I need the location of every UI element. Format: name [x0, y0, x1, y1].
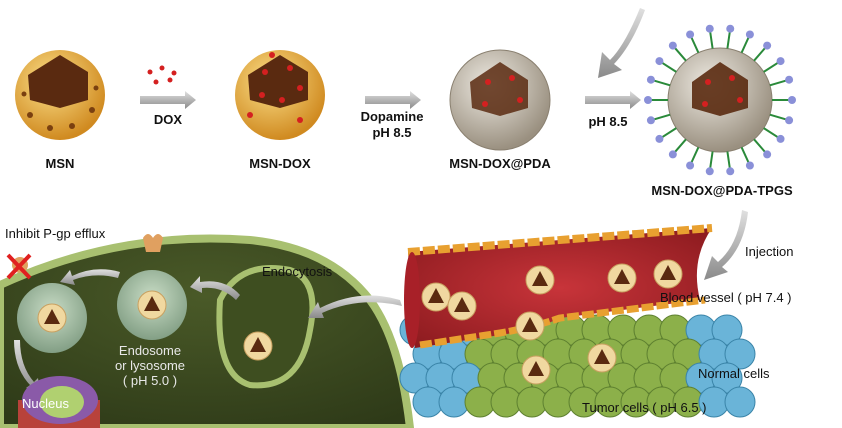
tpgs-head	[668, 41, 677, 50]
dox-molecules	[147, 65, 177, 85]
tpgs-head	[686, 30, 695, 39]
tpgs-head	[644, 96, 652, 104]
tpgs-head	[745, 161, 754, 170]
normal-cell	[711, 314, 743, 346]
tpgs-head	[668, 150, 677, 159]
arrow-icon	[365, 91, 421, 109]
tpgs-ph-label: pH 8.5	[588, 114, 627, 129]
curved-arrow-icon	[308, 295, 402, 318]
inhibit-pgp-label: Inhibit P-gp efflux	[5, 226, 106, 241]
arrow-icon	[140, 91, 196, 109]
arrow-icon	[585, 91, 641, 109]
cell	[0, 234, 415, 428]
endosome	[17, 283, 87, 353]
endosome-label-3: ( pH 5.0 )	[123, 373, 177, 388]
endocytosis-vesicle	[243, 331, 273, 361]
nucleus	[18, 376, 100, 428]
blocked-pump-x-icon	[6, 253, 32, 280]
tpgs-head	[785, 116, 794, 125]
tpgs-head	[646, 75, 655, 84]
dopamine-ph-label: pH 8.5	[372, 125, 411, 140]
tpgs-head	[705, 167, 714, 176]
curved-arrow-icon	[190, 276, 240, 300]
normal-cell	[724, 386, 756, 418]
msn-dox-pda-tpgs-label: MSN-DOX@PDA-TPGS	[651, 183, 793, 198]
tpgs-head	[763, 41, 772, 50]
msn-dox-label: MSN-DOX	[249, 156, 311, 171]
tpgs-head	[776, 134, 785, 143]
tpgs-head	[776, 57, 785, 66]
tpgs-head	[763, 150, 772, 159]
endocytosis-label: Endocytosis	[262, 264, 333, 279]
tpgs-head	[655, 134, 664, 143]
normal-cell	[724, 338, 756, 370]
endosome-label-2: or lysosome	[115, 358, 185, 373]
normal-cell	[711, 362, 743, 394]
curved-arrow-icon	[60, 269, 120, 285]
dopamine-label: Dopamine	[361, 109, 424, 124]
tpgs-head	[686, 161, 695, 170]
msn-label: MSN	[46, 156, 75, 171]
msn-dox-particle	[235, 50, 325, 140]
normal-cells-label: Normal cells	[698, 366, 770, 381]
endosome-label-1: Endosome	[119, 343, 181, 358]
tpgs-head	[726, 167, 735, 176]
tpgs-head	[646, 116, 655, 125]
tpgs-head	[745, 30, 754, 39]
curved-arrow-icon	[14, 340, 40, 392]
blood-vessel-label: Blood vessel ( pH 7.4 )	[660, 290, 792, 305]
injection-label: Injection	[745, 244, 793, 259]
msn-particle	[15, 50, 105, 140]
tpgs-head	[726, 24, 735, 33]
curved-arrow-icon	[704, 210, 748, 280]
tpgs-head	[705, 24, 714, 33]
msn-dox-pda-label: MSN-DOX@PDA	[449, 156, 551, 171]
nucleus-label: Nucleus	[22, 396, 69, 411]
endosome	[117, 270, 187, 340]
msn-dox-pda-particle	[449, 49, 551, 151]
tpgs-head	[785, 75, 794, 84]
curved-arrow-icon	[598, 8, 645, 78]
tissue-cells	[399, 314, 756, 418]
tpgs-head	[788, 96, 796, 104]
pgp-pump-icon	[143, 234, 163, 252]
dox-step-label: DOX	[154, 112, 183, 127]
tumor-cells-label: Tumor cells ( pH 6.5 )	[582, 400, 707, 415]
msn-dox-pda-tpgs-particle	[644, 24, 796, 176]
tpgs-head	[655, 57, 664, 66]
